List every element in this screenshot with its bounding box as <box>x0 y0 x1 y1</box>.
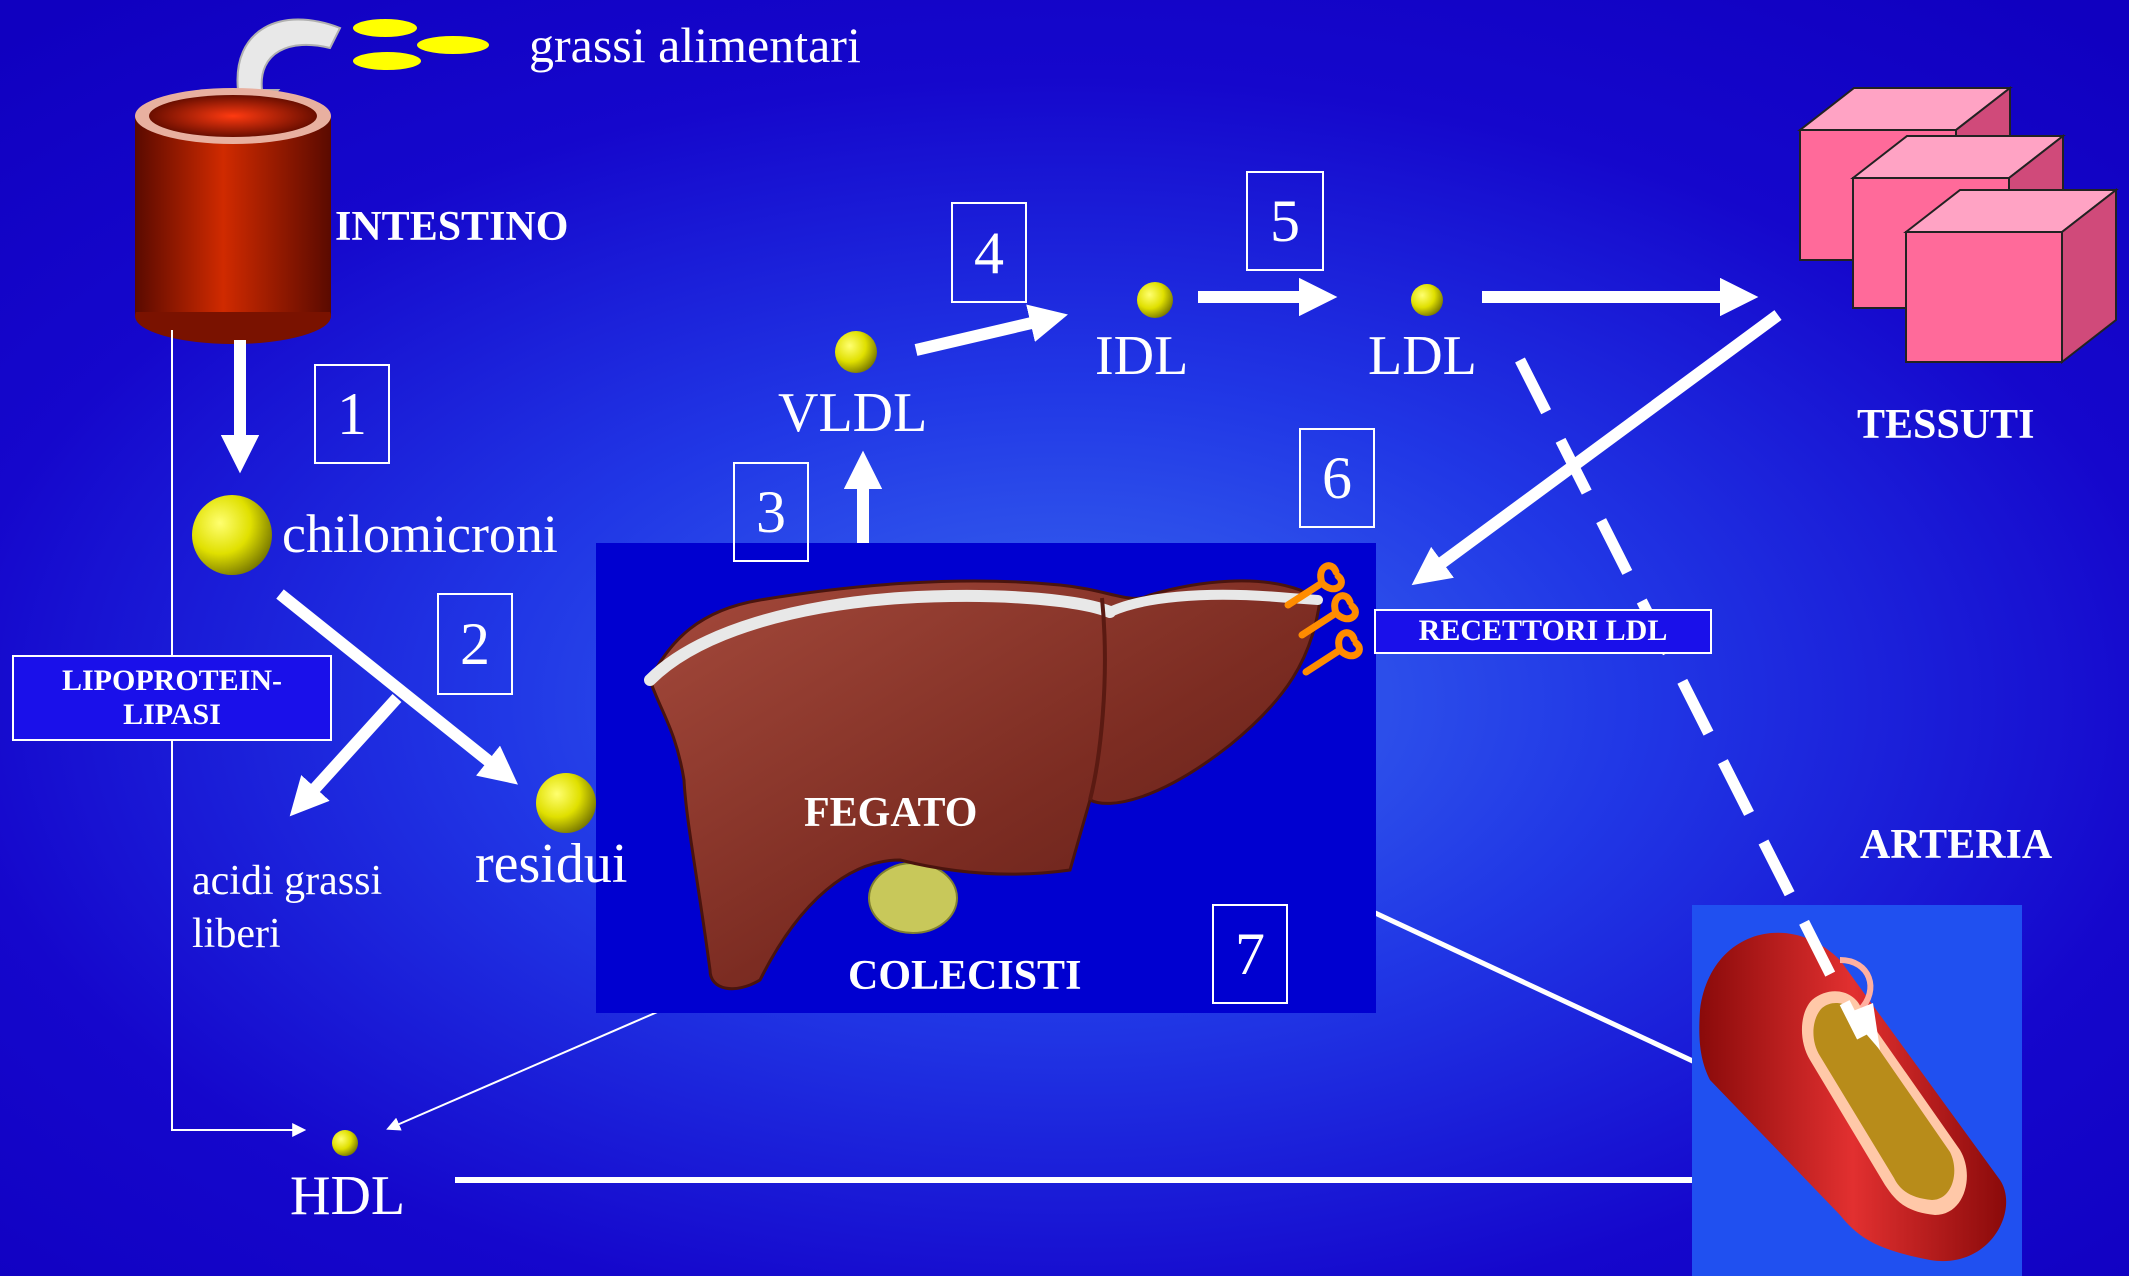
vldl-label: VLDL <box>778 385 927 441</box>
lipoprotein-lipase-box: LIPOPROTEIN- LIPASI <box>12 655 332 741</box>
arrow-liver-to-hdl <box>390 1000 685 1128</box>
tissues-icon <box>1800 88 2116 362</box>
chylomicron-particle-icon <box>192 495 272 575</box>
idl-particle-icon <box>1137 282 1173 318</box>
idl-label: IDL <box>1095 328 1188 384</box>
artery-label: ARTERIA <box>1860 824 2052 866</box>
arrow-vldl-to-idl <box>916 318 1053 350</box>
liver-label: FEGATO <box>804 792 977 834</box>
step-number-2: 2 <box>437 593 513 695</box>
free-fatty-acids-line1: acidi grassi <box>192 858 382 904</box>
hdl-particle-icon <box>332 1130 358 1156</box>
step-number-1: 1 <box>314 364 390 464</box>
gallbladder-icon <box>869 863 957 933</box>
fat-droplets-icon <box>353 19 489 70</box>
ldl-receptors-box: RECETTORI LDL <box>1374 609 1712 654</box>
step-number-3: 3 <box>733 462 809 562</box>
ldl-particle-icon <box>1411 284 1443 316</box>
free-fatty-acids-line2: liberi <box>192 911 281 957</box>
ldl-label: LDL <box>1368 328 1477 384</box>
step-number-7: 7 <box>1212 904 1288 1004</box>
hdl-label: HDL <box>290 1168 405 1224</box>
intestine-label: INTESTINO <box>335 206 568 248</box>
step-number-4: 4 <box>951 202 1027 303</box>
remnants-label: residui <box>475 836 627 892</box>
artery-icon <box>1692 905 2022 1276</box>
arrow-tissues-to-receptors <box>1424 315 1778 576</box>
intestine-icon <box>135 88 331 344</box>
vldl-particle-icon <box>835 331 877 373</box>
tissues-label: TESSUTI <box>1857 404 2034 446</box>
lipoprotein-lipase-line1: LIPOPROTEIN- <box>62 664 282 699</box>
lipoprotein-lipase-line2: LIPASI <box>123 698 221 733</box>
dietary-fats-label: grassi alimentari <box>529 20 861 70</box>
gallbladder-label: COLECISTI <box>848 955 1081 997</box>
step-number-5: 5 <box>1246 171 1324 271</box>
remnant-particle-icon <box>536 773 596 833</box>
chylomicrons-label: chilomicroni <box>282 507 558 561</box>
free-fatty-acids-label: acidi grassi liberi <box>192 855 382 960</box>
arrow-ldl-to-artery-dashed <box>1520 360 1862 1037</box>
step-number-6: 6 <box>1299 428 1375 528</box>
